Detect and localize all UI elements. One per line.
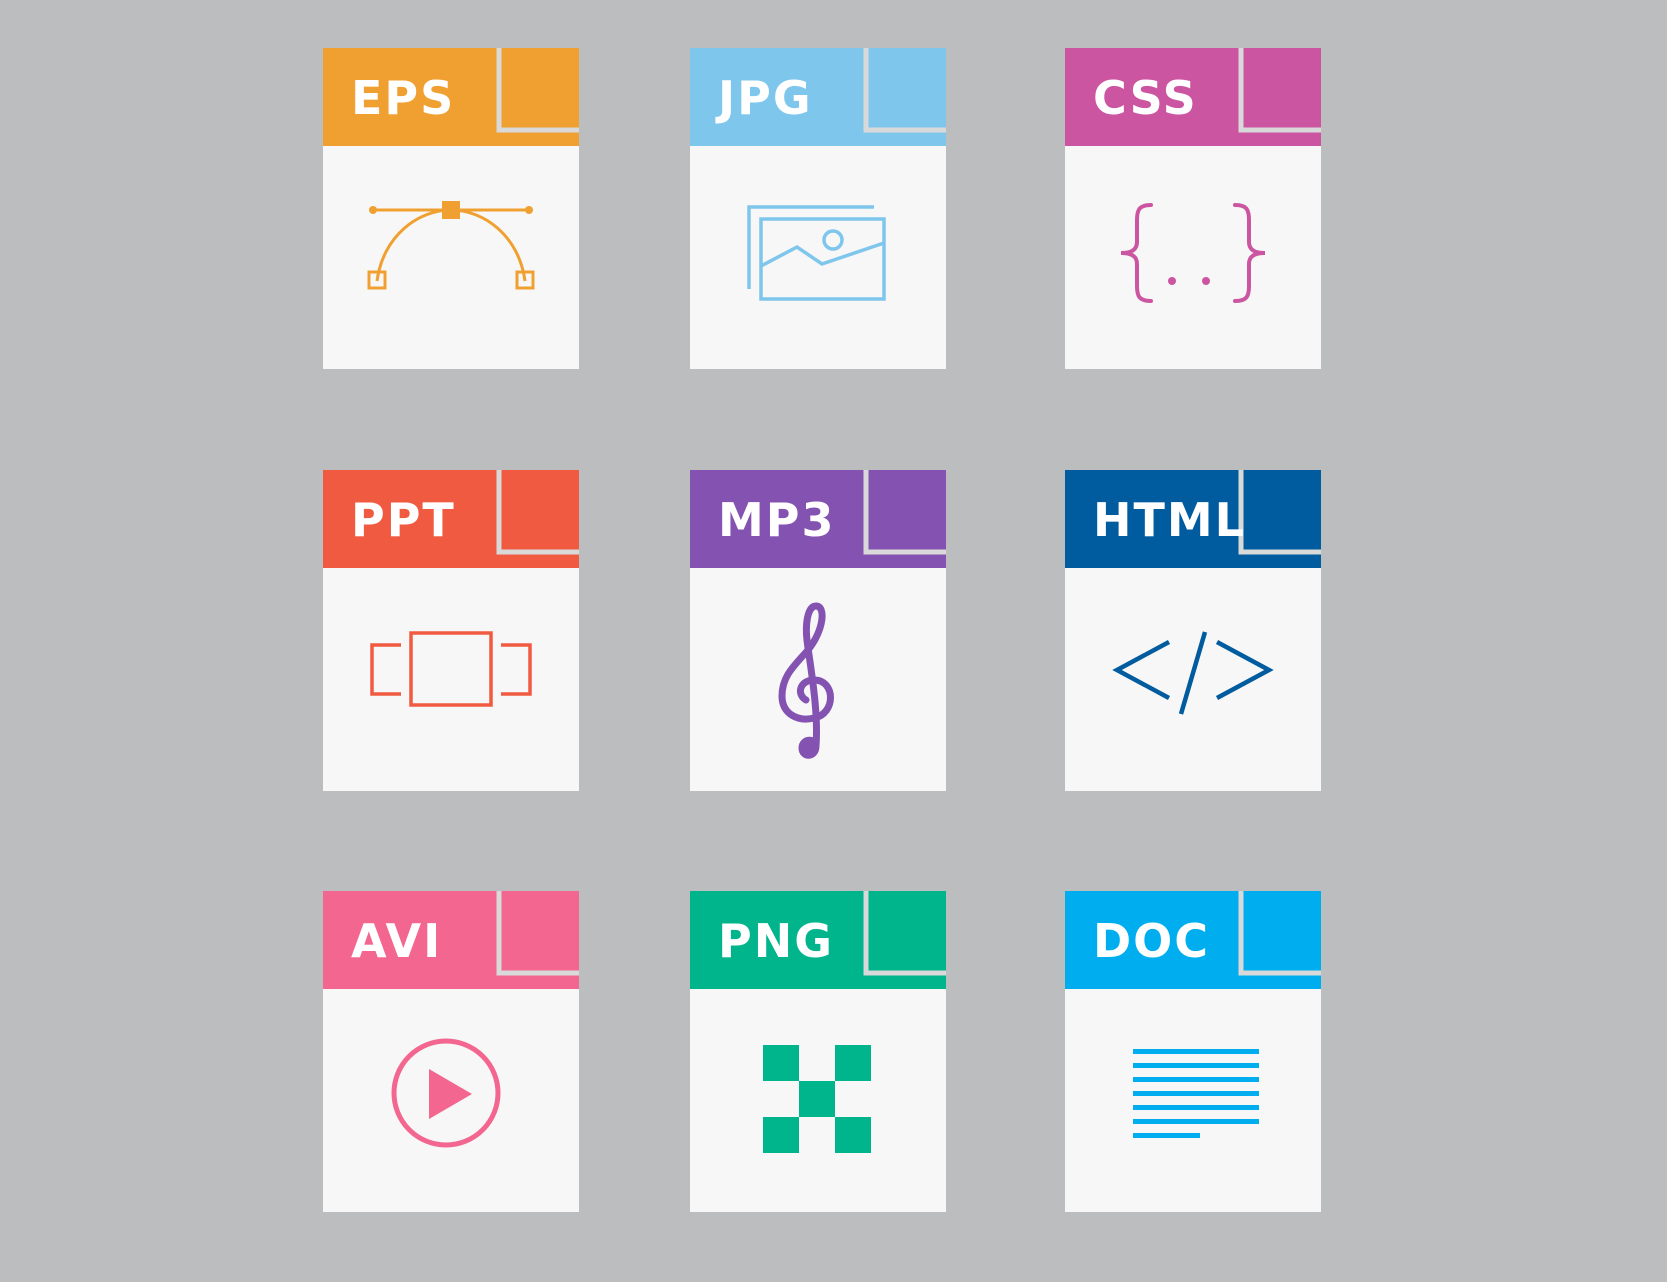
file-type-label: PPT	[351, 493, 456, 547]
folded-corner	[1238, 891, 1321, 976]
file-body	[690, 146, 946, 369]
folded-corner	[863, 891, 946, 976]
bezier-curve-icon	[367, 201, 535, 290]
file-html[interactable]: HTML	[1065, 470, 1321, 791]
file-body	[323, 568, 579, 791]
image-icon	[747, 205, 886, 301]
file-png[interactable]: PNG	[690, 891, 946, 1212]
curly-braces-icon	[1120, 203, 1266, 303]
file-doc[interactable]: DOC	[1065, 891, 1321, 1212]
folded-corner	[863, 48, 946, 133]
file-eps[interactable]: EPS	[323, 48, 579, 369]
file-body	[1065, 989, 1321, 1212]
text-lines-icon	[1133, 1049, 1259, 1138]
file-body	[690, 568, 946, 791]
file-type-label: EPS	[351, 71, 456, 125]
file-jpg[interactable]: JPG	[690, 48, 946, 369]
treble-clef-icon	[778, 602, 834, 759]
slide-icon	[370, 631, 532, 707]
file-body	[323, 146, 579, 369]
file-type-label: JPG	[718, 71, 813, 125]
file-body	[323, 989, 579, 1212]
folded-corner	[863, 470, 946, 555]
code-tag-icon	[1112, 631, 1274, 715]
checkerboard-icon	[763, 1045, 871, 1153]
file-mp3[interactable]: MP3	[690, 470, 946, 791]
file-body	[690, 989, 946, 1212]
file-type-label: HTML	[1093, 493, 1246, 547]
file-type-label: PNG	[718, 914, 834, 968]
folded-corner	[496, 891, 579, 976]
folded-corner	[496, 470, 579, 555]
play-icon	[391, 1038, 501, 1148]
folded-corner	[496, 48, 579, 133]
file-type-label: MP3	[718, 493, 836, 547]
folded-corner	[1238, 470, 1321, 555]
file-type-label: DOC	[1093, 914, 1211, 968]
file-css[interactable]: CSS	[1065, 48, 1321, 369]
file-avi[interactable]: AVI	[323, 891, 579, 1212]
file-ppt[interactable]: PPT	[323, 470, 579, 791]
file-type-label: CSS	[1093, 71, 1198, 125]
file-body	[1065, 146, 1321, 369]
file-type-label: AVI	[351, 914, 443, 968]
file-body	[1065, 568, 1321, 791]
folded-corner	[1238, 48, 1321, 133]
